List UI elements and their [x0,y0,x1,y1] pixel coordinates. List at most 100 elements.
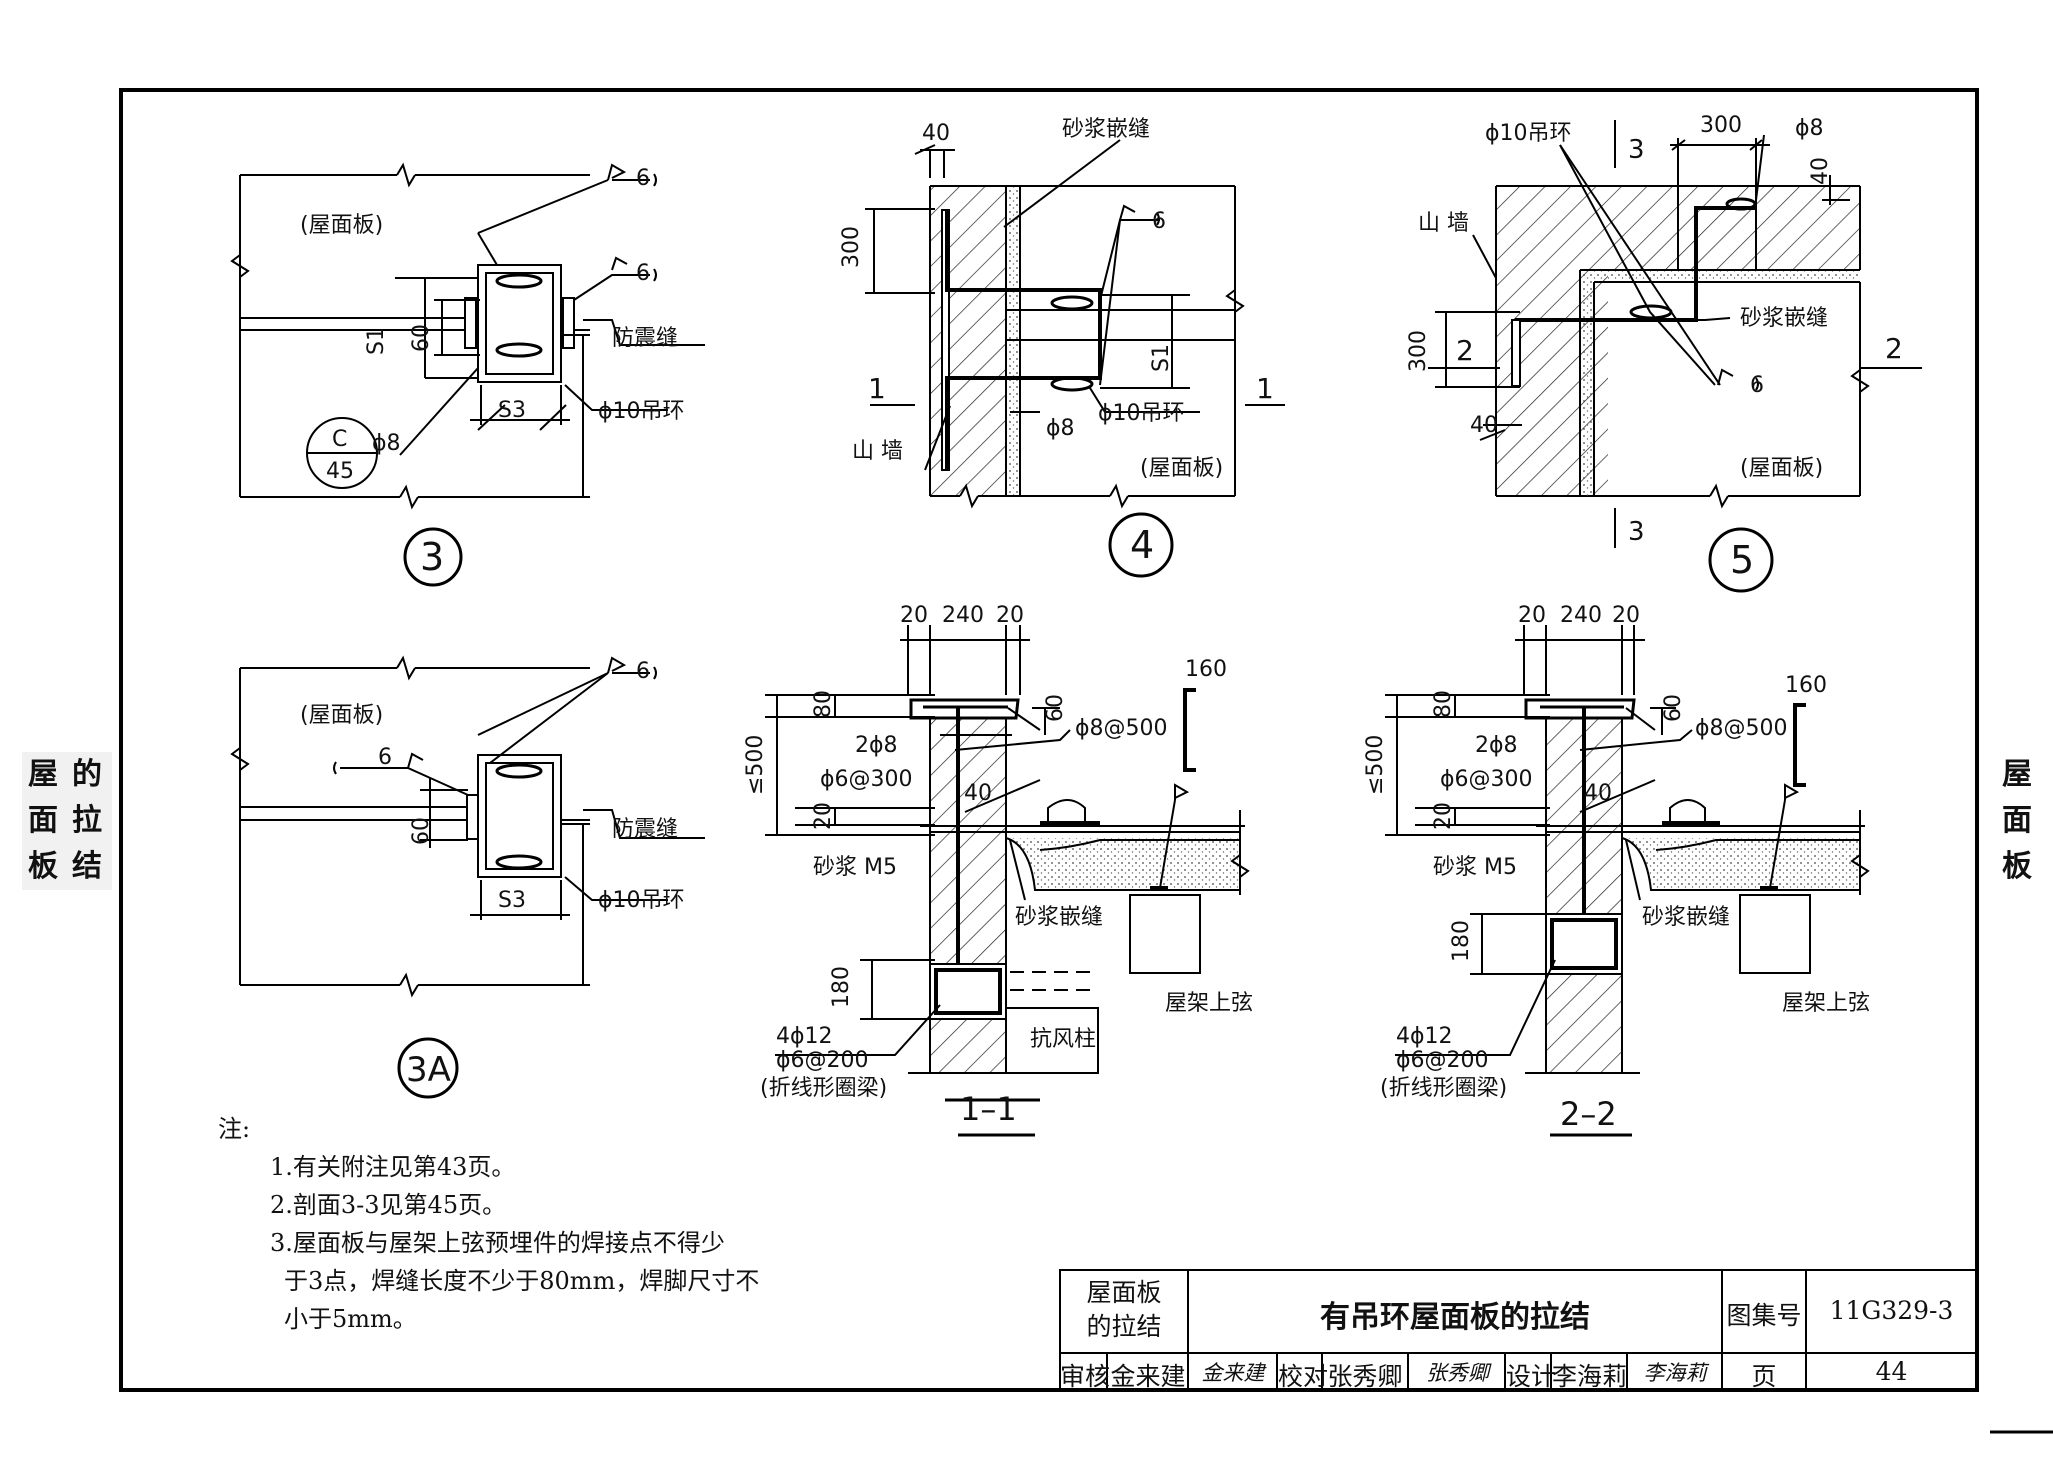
s22-dim-20-right: 20 [1612,603,1640,628]
s22-truss-label: 屋架上弦 [1782,991,1870,1016]
d3-detail-number: 3 [420,535,444,579]
d4-detail-number: 4 [1130,523,1154,567]
s11-beam-label: (折线形圈梁) [760,1076,887,1101]
side-tab-left-char: 面 [28,803,60,838]
s11-phi8-500: ϕ8@500 [1075,716,1168,741]
s22-beam-label: (折线形圈梁) [1380,1076,1507,1101]
side-tab-left-char: 结 [72,849,104,884]
d3a-joint-label: 防震缝 [612,817,678,842]
d4-weld-size: 6 [1152,209,1166,234]
tb-review-label: 审核 [1060,1362,1111,1391]
d3a-roof-slab: (屋面板) [300,703,383,728]
s22-phi8-500: ϕ8@500 [1695,716,1788,741]
s22-dim-240: 240 [1560,603,1602,628]
s11-section-title: 1–1 [960,1090,1017,1128]
tb-category-line1: 屋面板 [1086,1278,1162,1307]
section-1-1 [765,625,1250,1137]
tb-reviewer-signature: 金来建 [1201,1361,1265,1385]
d3a-detail-number: 3A [406,1050,451,1090]
tb-category-line2: 的拉结 [1086,1312,1162,1341]
d5-detail-number: 5 [1730,538,1754,582]
detail-3a [230,655,705,1099]
detail-5 [1428,120,1922,593]
side-tab-left-char: 屋 [28,757,60,792]
side-tab-right-char: 屋 [2002,757,2034,792]
note-item: 3.屋面板与屋架上弦预埋件的焊接点不得少 [270,1229,725,1257]
tb-designer: 李海莉 [1552,1362,1628,1391]
s11-column-label: 抗风柱 [1030,1027,1096,1052]
side-tab-left-char: 板 [28,849,60,884]
d3-dim-60: 60 [409,324,434,352]
d5-cut-bottom: 3 [1628,517,1645,547]
d5-section-left: 2 [1456,334,1474,367]
s22-phi6-300: ϕ6@300 [1440,767,1533,792]
s11-dim-40: 40 [964,781,992,806]
d4-wall-label: 山 墙 [852,439,903,464]
d5-ring-label: ϕ10吊环 [1485,121,1572,146]
d4-dim-40: 40 [922,121,950,146]
d5-dim-300: 300 [1406,330,1431,372]
s22-two-phi8: 2ϕ8 [1475,733,1518,758]
d3-joint-label: 防震缝 [612,326,678,351]
d5-dim-40: 40 [1470,413,1498,438]
s11-dim-160: 160 [1185,657,1227,682]
d4-ring-label: ϕ10吊环 [1098,401,1185,426]
d5-phi8: ϕ8 [1795,116,1824,141]
note-item: 2.剖面3-3见第45页。 [270,1191,507,1219]
d5-mortar-label: 砂浆嵌缝 [1740,306,1828,331]
d4-roof-slab: (屋面板) [1140,456,1223,481]
d3a-dim-60: 60 [409,817,434,845]
s11-bar-label: 4ϕ12 [776,1024,833,1049]
side-tab-left: 屋 面 板 的 拉 结 [22,752,112,890]
section-2-2 [1385,625,1870,1137]
s11-dim-180: 180 [829,966,854,1008]
side-tab-left-char: 拉 [72,803,104,838]
d3-callout-top: C [332,427,347,452]
tb-page-no: 44 [1875,1357,1908,1386]
d3a-ring-label: ϕ10吊环 [598,888,685,913]
d3a-s3: S3 [498,888,526,913]
d3-roof-slab: (屋面板) [300,213,383,238]
d3-phi8: ϕ8 [372,431,401,456]
d4-s1: S1 [1149,344,1174,372]
s11-phi6-300: ϕ6@300 [820,767,913,792]
d5-wall-label: 山 墙 [1418,211,1469,236]
s22-dim-20: 20 [1431,802,1456,830]
s11-dim-80: 80 [811,690,836,718]
s11-dim-20: 20 [811,802,836,830]
s11-dim-60: 60 [1043,694,1068,722]
d5-weld-size: 6 [1750,373,1764,398]
tb-atlas-label: 图集号 [1726,1301,1802,1330]
s22-dim-80: 80 [1431,690,1456,718]
d5-dim-40-top: 40 [1808,157,1833,185]
note-item: 1.有关附注见第43页。 [270,1153,516,1181]
d5-dim-300-top: 300 [1700,113,1742,138]
s22-stirrup-label: ϕ6@200 [1396,1048,1489,1073]
s11-truss-label: 屋架上弦 [1165,991,1253,1016]
side-tab-right-char: 板 [2002,849,2034,884]
tb-check-label: 校对 [1278,1362,1329,1391]
d3-callout-bottom: 45 [326,459,354,484]
tb-checker: 张秀卿 [1327,1362,1403,1391]
s22-dim-160: 160 [1785,673,1827,698]
s22-bar-label: 4ϕ12 [1396,1024,1453,1049]
tb-design-label: 设计 [1506,1362,1557,1391]
detail-4 [865,139,1285,578]
d4-section-left: 1 [868,372,886,405]
s11-le500: ≤500 [743,735,768,795]
side-tab-left-char: 的 [72,757,104,792]
tb-checker-signature: 张秀卿 [1426,1361,1489,1385]
d5-section-right: 2 [1885,332,1903,365]
s22-dim-20-left: 20 [1518,603,1546,628]
note-item: 小于5mm。 [284,1305,417,1333]
d4-phi8: ϕ8 [1046,416,1075,441]
s22-section-title: 2–2 [1560,1095,1617,1133]
s22-dim-60: 60 [1661,694,1686,722]
s11-dim-240: 240 [942,603,984,628]
s22-dim-40: 40 [1584,781,1612,806]
side-tab-right: 屋 面 板 [1996,752,2040,890]
title-block-grid [1059,1269,1978,1391]
notes-block: 注: 1.有关附注见第43页。 2.剖面3-3见第45页。 3.屋面板与屋架上弦… [218,1110,818,1338]
d3-s1: S1 [364,327,389,355]
